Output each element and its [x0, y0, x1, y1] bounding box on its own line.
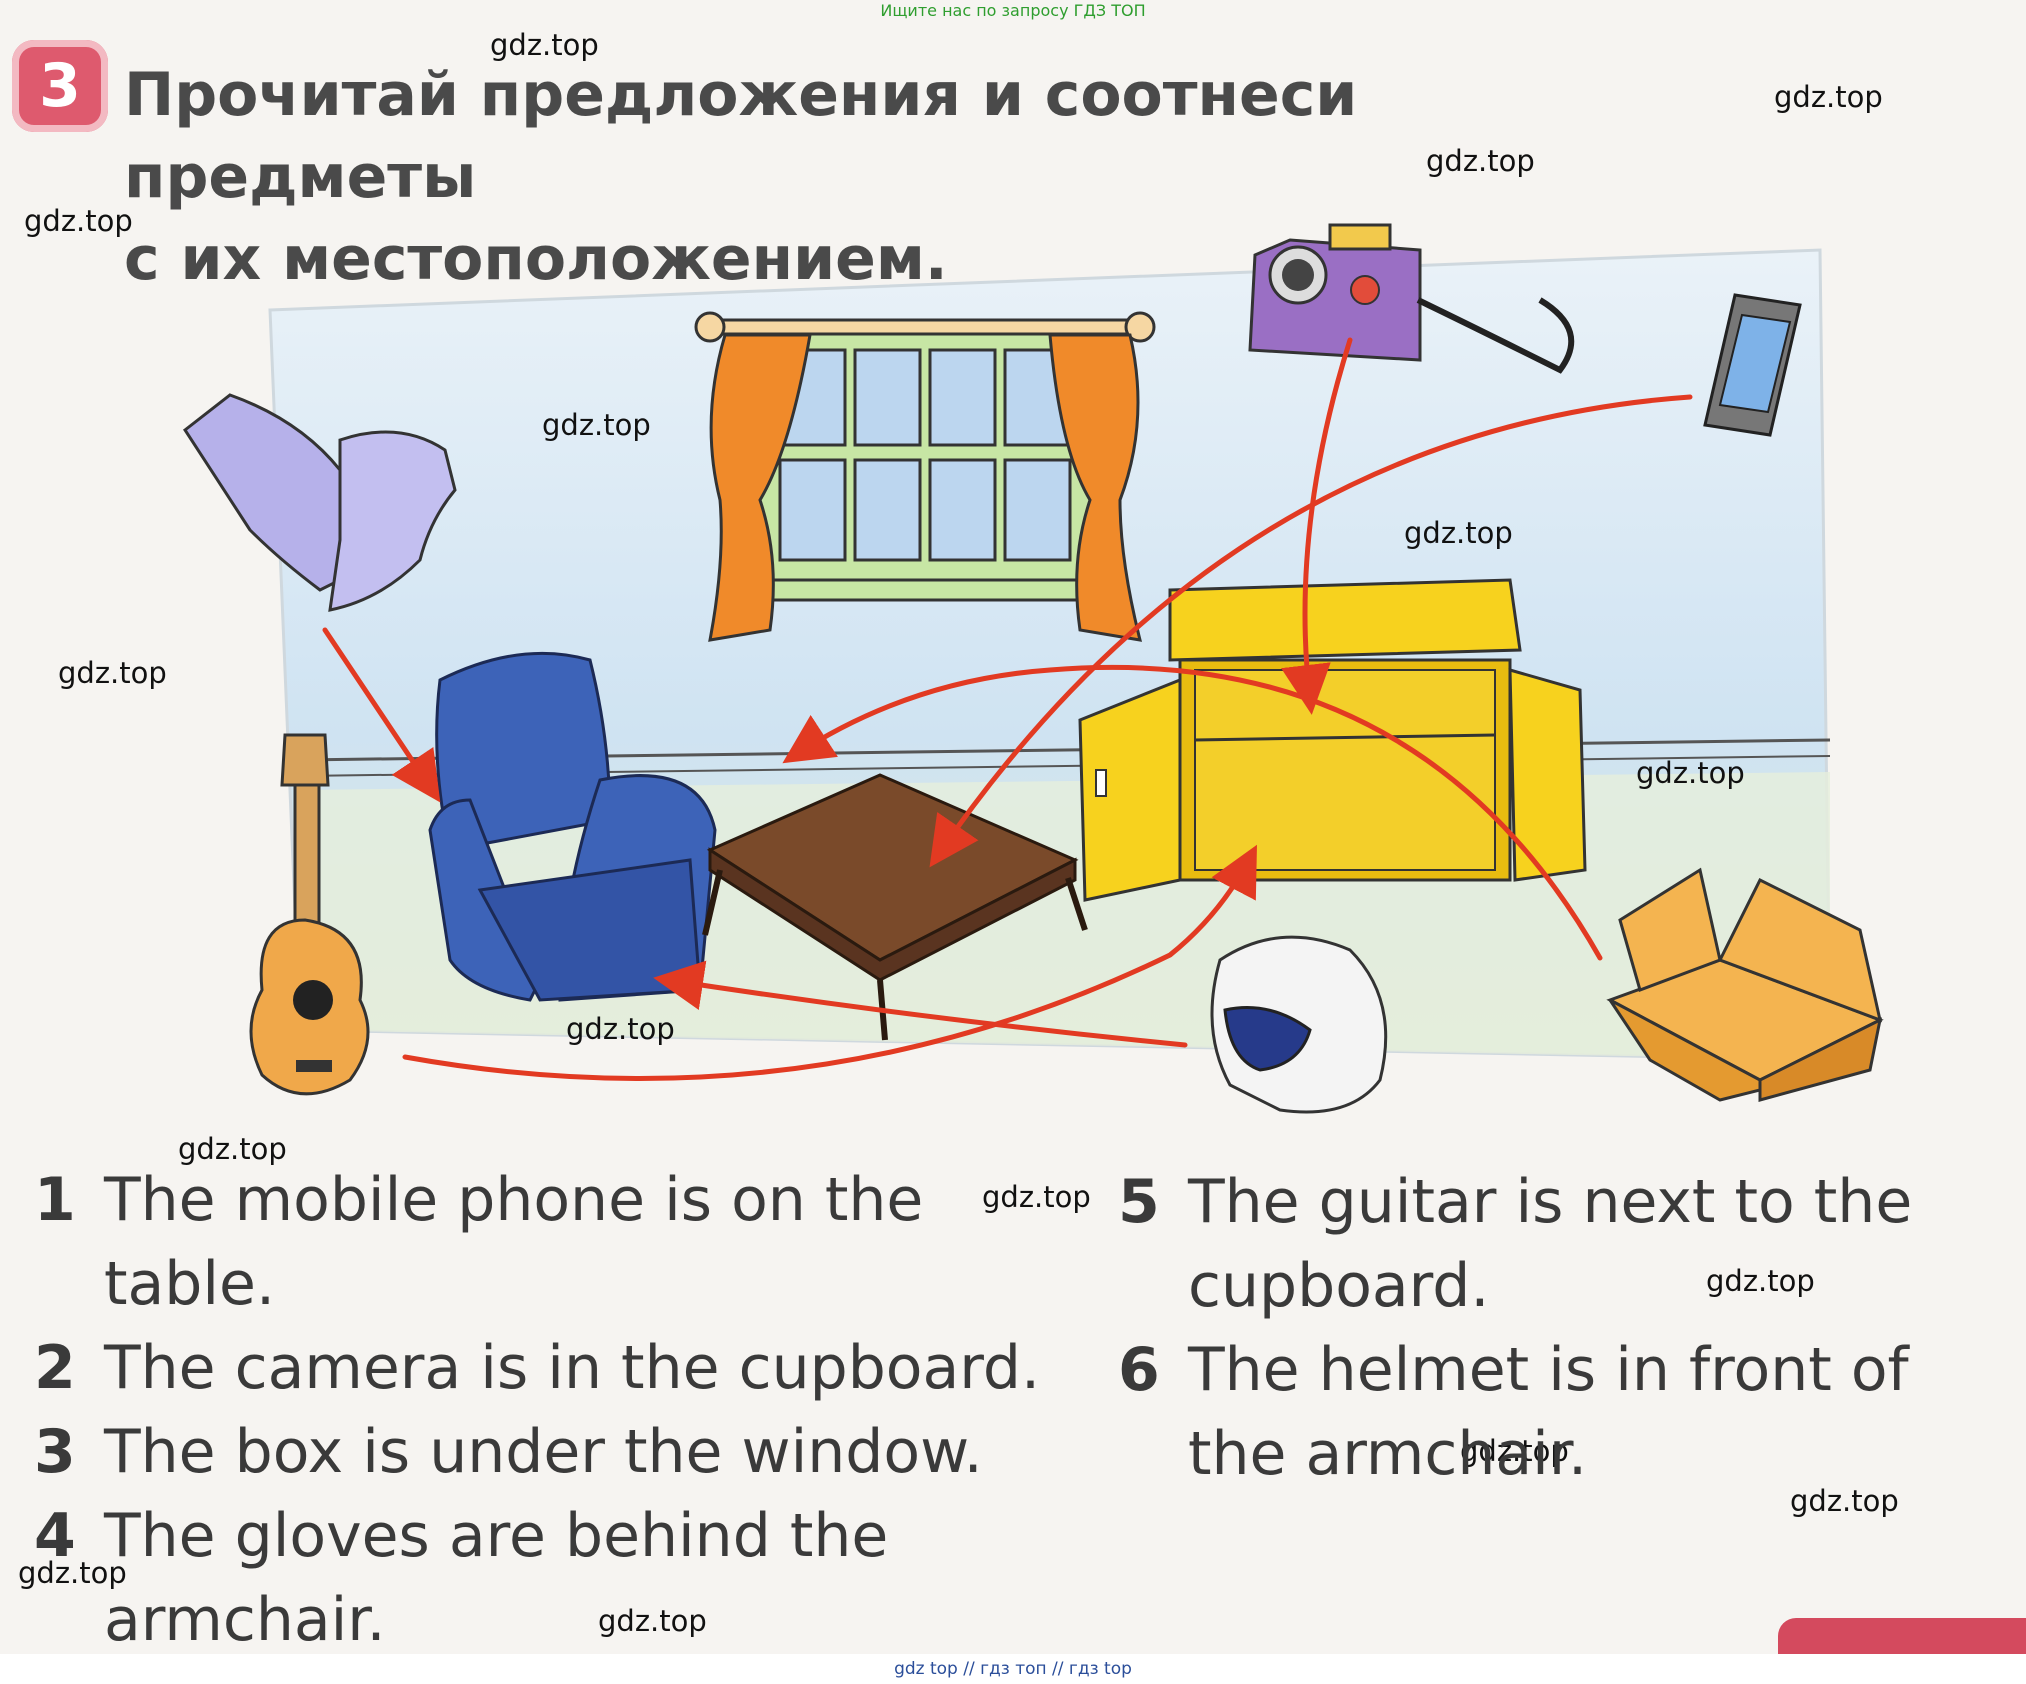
window	[748, 328, 1102, 602]
helmet	[1210, 935, 1388, 1114]
sentence-1: 1 The mobile phone is on the table.	[34, 1158, 934, 1326]
watermark: gdz.top	[1790, 1484, 1899, 1518]
guitar	[249, 733, 370, 1096]
sentence-text: The gloves are behind the armchair.	[104, 1501, 889, 1655]
exercise-title-line-1: Прочитай предложения и соотнеси предметы	[124, 60, 1358, 212]
watermark: gdz.top	[1404, 516, 1513, 550]
cupboard	[1078, 578, 1587, 902]
sentence-text: The camera is in the cupboard.	[104, 1333, 1041, 1403]
watermark: gdz.top	[1774, 80, 1883, 114]
camera	[1248, 223, 1575, 374]
watermark: gdz.top	[598, 1604, 707, 1638]
curtain-right	[1048, 333, 1143, 642]
curtain-left	[708, 333, 812, 642]
exercise-title: Прочитай предложения и соотнеси предметы…	[124, 54, 1624, 300]
arrow-phone-table	[929, 394, 1693, 868]
bottom-banner: gdz top // гдз топ // гдз top	[0, 1654, 2026, 1684]
watermark: gdz.top	[1460, 1434, 1569, 1468]
room-illustration	[182, 223, 1884, 1114]
coffee-table	[702, 773, 1088, 1041]
watermark: gdz.top	[1706, 1264, 1815, 1298]
exercise-number-badge: 3	[12, 40, 108, 132]
cardboard-box	[1606, 867, 1884, 1102]
watermark: gdz.top	[490, 28, 599, 62]
sentence-text: The guitar is next to the cupboard.	[1188, 1167, 1913, 1321]
watermark: gdz.top	[178, 1132, 287, 1166]
watermark: gdz.top	[566, 1012, 675, 1046]
arrow-guitar-cupboard	[402, 844, 1257, 1081]
sentence-text: The helmet is in front of the armchair.	[1188, 1335, 1909, 1489]
arrow-gloves-armchair	[322, 627, 441, 803]
arrow-helmet-armchair	[653, 960, 1188, 1048]
sentence-4: 4 The gloves are behind the armchair.	[34, 1494, 914, 1662]
curtain-rod	[694, 311, 1156, 343]
sentence-number: 6	[1118, 1335, 1160, 1405]
arrow-box-window	[782, 664, 1603, 961]
sentence-text: The mobile phone is on the table.	[104, 1165, 924, 1319]
sentence-number: 2	[34, 1333, 76, 1403]
watermark: gdz.top	[542, 408, 651, 442]
watermark: gdz.top	[18, 1556, 127, 1590]
gloves	[182, 393, 457, 612]
sentence-number: 5	[1118, 1167, 1160, 1237]
watermark: gdz.top	[1426, 144, 1535, 178]
arrow-camera-cupboard	[1281, 337, 1353, 715]
watermark: gdz.top	[24, 204, 133, 238]
sentence-number: 3	[34, 1417, 76, 1487]
top-banner: Ищите нас по запросу ГДЗ ТОП	[880, 1, 1146, 20]
sentence-number: 4	[34, 1501, 76, 1571]
sentence-3: 3 The box is under the window.	[34, 1410, 1084, 1494]
page-corner-tab	[1778, 1618, 2026, 1658]
watermark: gdz.top	[1636, 756, 1745, 790]
mobile-phone	[1703, 293, 1802, 437]
answer-arrows	[322, 337, 1693, 1081]
watermark: gdz.top	[58, 656, 167, 690]
sentence-5: 5 The guitar is next to the cupboard.	[1118, 1160, 1978, 1328]
watermark: gdz.top	[982, 1180, 1091, 1214]
sentence-2: 2 The camera is in the cupboard.	[34, 1326, 1084, 1410]
armchair	[428, 651, 717, 1002]
sentence-text: The box is under the window.	[104, 1417, 983, 1487]
sentence-6: 6 The helmet is in front of the armchair…	[1118, 1328, 2018, 1496]
exercise-title-line-2: с их местоположением.	[124, 224, 948, 294]
sentence-number: 1	[34, 1165, 76, 1235]
